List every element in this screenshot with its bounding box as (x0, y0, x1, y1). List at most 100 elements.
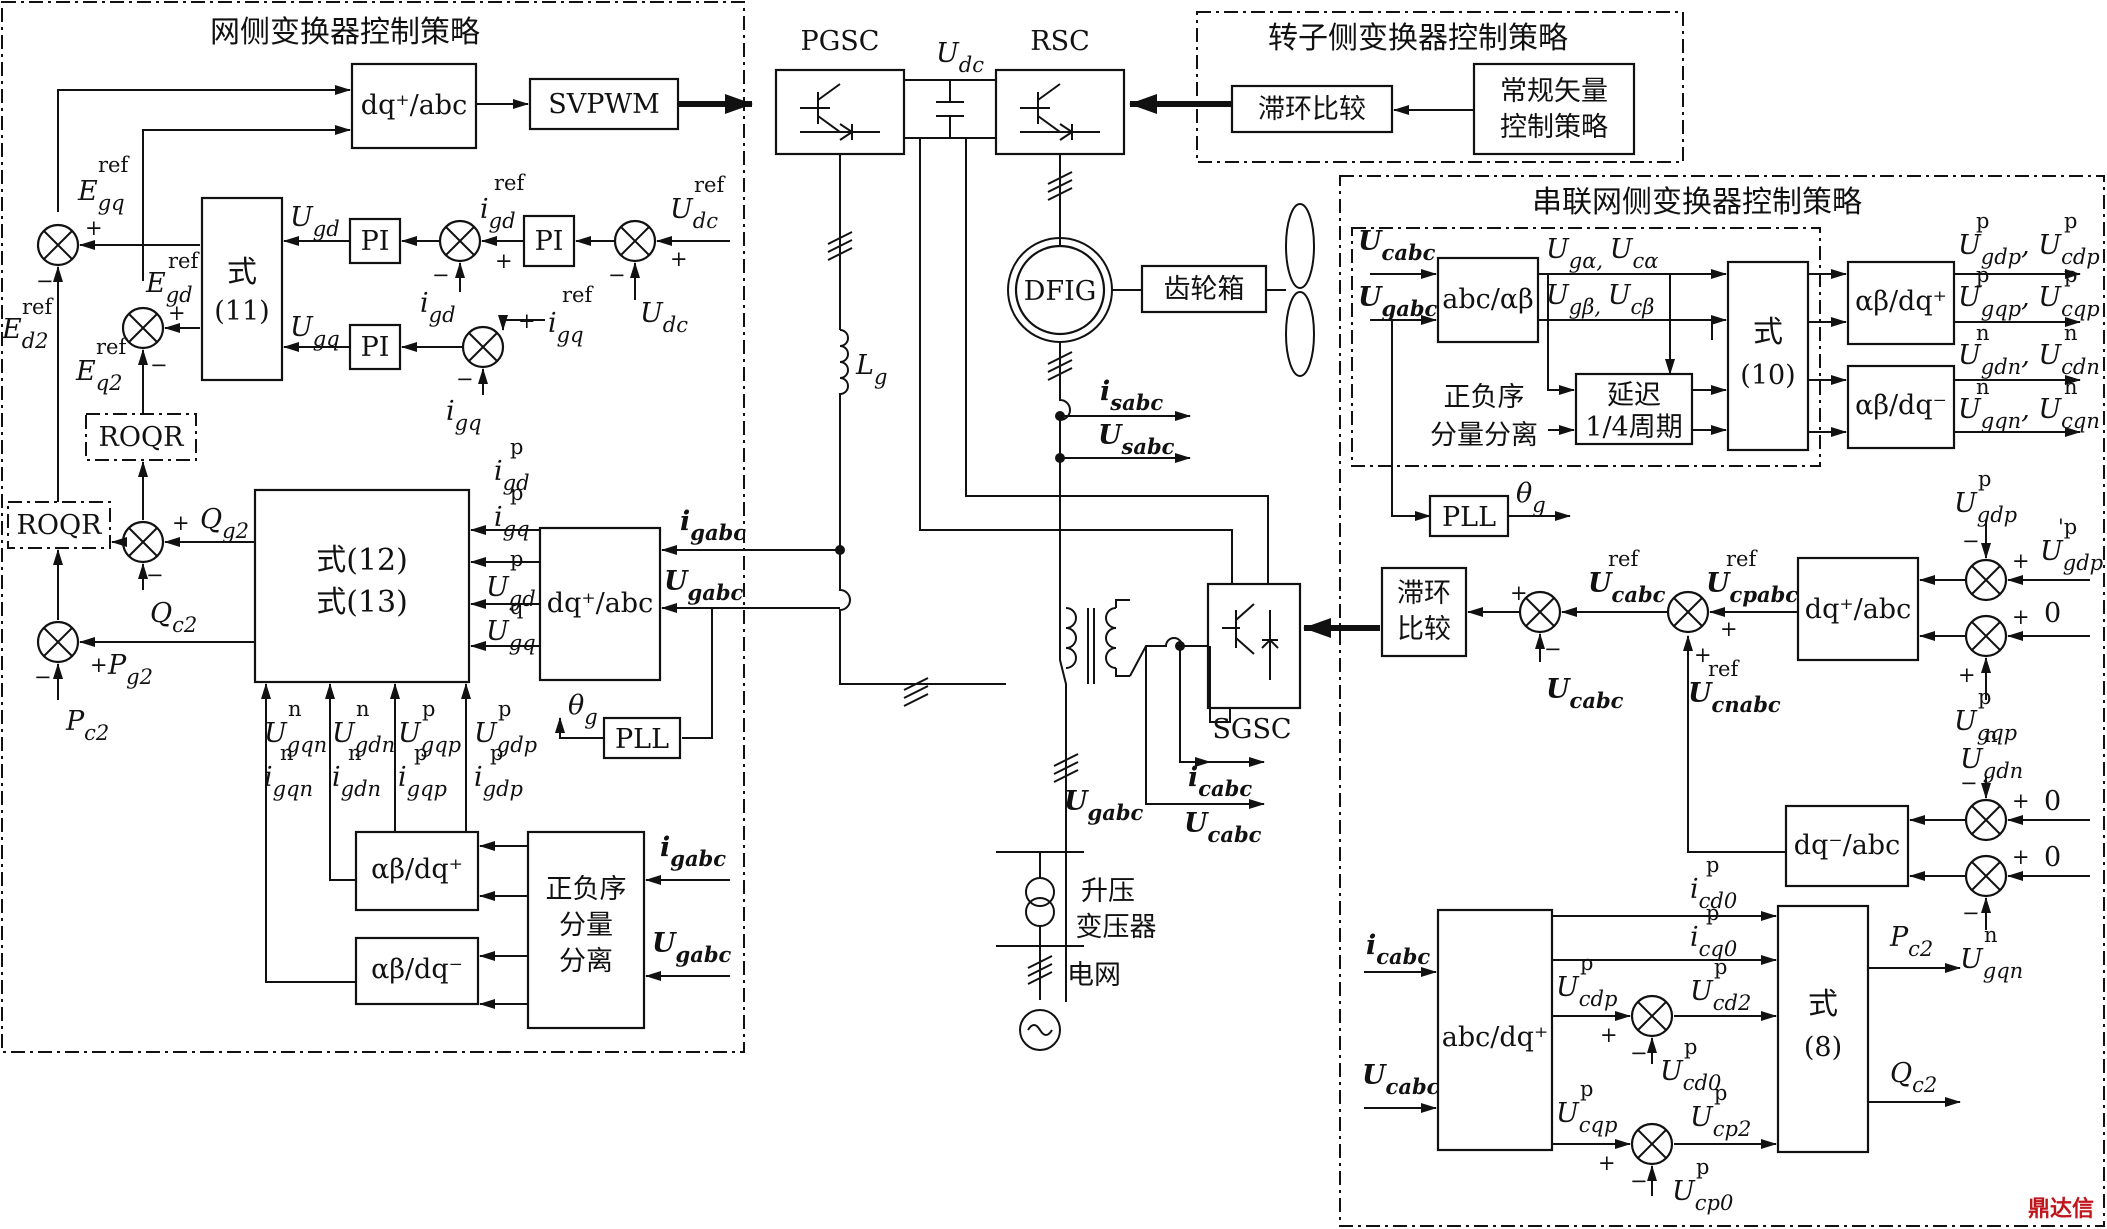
sum-junction-cp2 (1630, 1122, 1674, 1166)
series-grid-side-region (1339, 175, 2105, 1227)
svg-text:0: 0 (2044, 598, 2061, 629)
svg-text:ref: ref (96, 335, 128, 359)
sig-u-gd: Ugd (290, 202, 340, 241)
sum-junction-uqp (1964, 614, 2008, 658)
svg-text:PI: PI (535, 226, 564, 257)
svg-text:p: p (1706, 853, 1719, 877)
sequence-separation-region (1351, 227, 1821, 467)
svg-text:ref: ref (1726, 547, 1758, 571)
svg-text:式: 式 (1808, 987, 1838, 1022)
sig-i-gd-ref: igd (480, 194, 516, 233)
sum-junction-id (438, 219, 482, 263)
svg-text:−: − (150, 353, 168, 377)
svg-text:+: + (2012, 549, 2030, 573)
sig-i-cabc-in: icabc (1366, 930, 1430, 969)
alpha-beta-dq-neg-block (354, 936, 480, 1006)
svg-text:p: p (510, 547, 523, 571)
sig-p-g2: Pg2 (107, 650, 153, 689)
sig-u-gqn-cqn: Ugqn, Ucqn (1958, 394, 2100, 433)
svg-text:n: n (1984, 923, 1998, 947)
svg-text:n: n (288, 697, 302, 721)
sig-i-gd-p: igd (494, 456, 530, 495)
sig-u-gdp-prime: Ugdp (2040, 536, 2103, 575)
sig-q-c2-out: Qc2 (1890, 1058, 1937, 1097)
svg-text:分量: 分量 (559, 910, 613, 941)
svg-text:式(12): 式(12) (316, 543, 408, 578)
svg-text:ref: ref (168, 249, 200, 273)
svg-text:dq⁺/abc: dq⁺/abc (1805, 594, 1911, 625)
svg-text:p: p (1684, 1035, 1697, 1059)
svg-text:p: p (414, 741, 427, 765)
sig-u-cd2-p: Ucd2 (1690, 976, 1751, 1015)
svg-text:−: − (1962, 529, 1980, 553)
svg-text:升压: 升压 (1081, 876, 1135, 907)
sig-u-gqp-p-right: Ugqp (1954, 706, 2017, 745)
svg-text:PI: PI (361, 332, 390, 363)
sig-e-q2-ref: Eq2 (75, 356, 123, 395)
svg-text:αβ/dq⁺: αβ/dq⁺ (371, 854, 463, 885)
svg-text:p: p (510, 481, 523, 505)
svg-text:ref: ref (562, 283, 594, 307)
sig-u-cp2-p: Ucp2 (1690, 1102, 1751, 1141)
sig-u-cp0-p: Ucp0 (1672, 1176, 1733, 1215)
sig-i-gdn-n: igdn (332, 762, 381, 801)
svg-text:DFIG: DFIG (1024, 276, 1097, 307)
svg-text:延迟: 延迟 (1607, 380, 1661, 411)
svg-text:−: − (36, 269, 54, 293)
svg-text:p: p (498, 697, 511, 721)
svg-text:−: − (608, 263, 626, 287)
sig-p-c2-out: Pc2 (1889, 922, 1933, 961)
svg-text:αβ/dq⁺: αβ/dq⁺ (1855, 286, 1947, 317)
dq-abc-mid-block (538, 526, 662, 682)
hysteresis-series-block (1380, 566, 1468, 658)
svg-text:(10): (10) (1740, 360, 1795, 391)
svg-text:abc/αβ: abc/αβ (1442, 284, 1533, 315)
svg-text:−: − (1962, 901, 1980, 925)
sig-u-gqn-n-right: Ugqn (1960, 944, 2023, 983)
svg-text:p: p (1976, 263, 1989, 287)
sum-junction-eref-q (121, 306, 165, 350)
sig-i-gq-ref: igq (548, 308, 584, 347)
vector-control-block (1472, 62, 1636, 156)
svg-text:0: 0 (2044, 786, 2061, 817)
sig-q-g2: Qg2 (200, 504, 249, 543)
wind-turbine-blade-icon (1285, 203, 1315, 289)
sig-e-gd-ref: Egd (145, 268, 193, 307)
svg-text:ROQR: ROQR (99, 422, 185, 453)
pi-block-q (348, 323, 402, 371)
sig-u-sabc: Usabc (1098, 420, 1175, 459)
sig-u-cnabc-ref: Ucnabc (1688, 678, 1781, 717)
sig-i-cq0-p: icq0 (1690, 922, 1737, 961)
eq8-block (1776, 904, 1870, 1154)
sig-u-gq: Ugq (290, 312, 340, 351)
svg-text:p: p (1976, 209, 1989, 233)
seq-sep-label-right-1: 正负序 (1444, 382, 1525, 413)
dq-abc-neg-series (1784, 804, 1910, 888)
svg-text:p: p (1714, 955, 1727, 979)
sig-u-cpabc-ref: Ucpabc (1706, 568, 1798, 607)
svg-text:+: + (2012, 845, 2030, 869)
sig-theta-g-right: θg (1516, 478, 1546, 517)
svg-text:PI: PI (361, 226, 390, 257)
sig-e-gq-ref: Egq (77, 176, 125, 215)
sig-u-cdp-p: Ucdp (1556, 972, 1617, 1011)
sig-u-gbeta-cbeta: Ugβ, Ucβ (1546, 280, 1654, 319)
sig-u-gqp-p: Ugqp (398, 718, 461, 757)
svg-text:常规矢量: 常规矢量 (1500, 76, 1608, 107)
svg-text:ref: ref (1708, 657, 1740, 681)
sum-junction-iq (461, 325, 505, 369)
svg-text:滞环: 滞环 (1397, 578, 1451, 609)
sig-u-dc-link: Udc (936, 38, 984, 77)
dq-abc-pos-series (1796, 556, 1920, 662)
sig-u-galpha-calpha: Ugα, Ucα (1546, 234, 1658, 273)
svg-text:p: p (1706, 901, 1719, 925)
svg-text:abc/dq⁺: abc/dq⁺ (1442, 1022, 1548, 1053)
svg-text:−: − (1544, 637, 1562, 661)
sig-u-cabc-in-lower: Ucabc (1362, 1060, 1440, 1099)
pi-block-d (348, 217, 402, 265)
svg-text:p: p (2064, 209, 2077, 233)
wind-turbine-blade-icon (1285, 291, 1315, 377)
svg-text:p: p (1580, 1077, 1593, 1101)
svg-text:n: n (1976, 375, 1990, 399)
svg-text:+: + (2012, 605, 2030, 629)
